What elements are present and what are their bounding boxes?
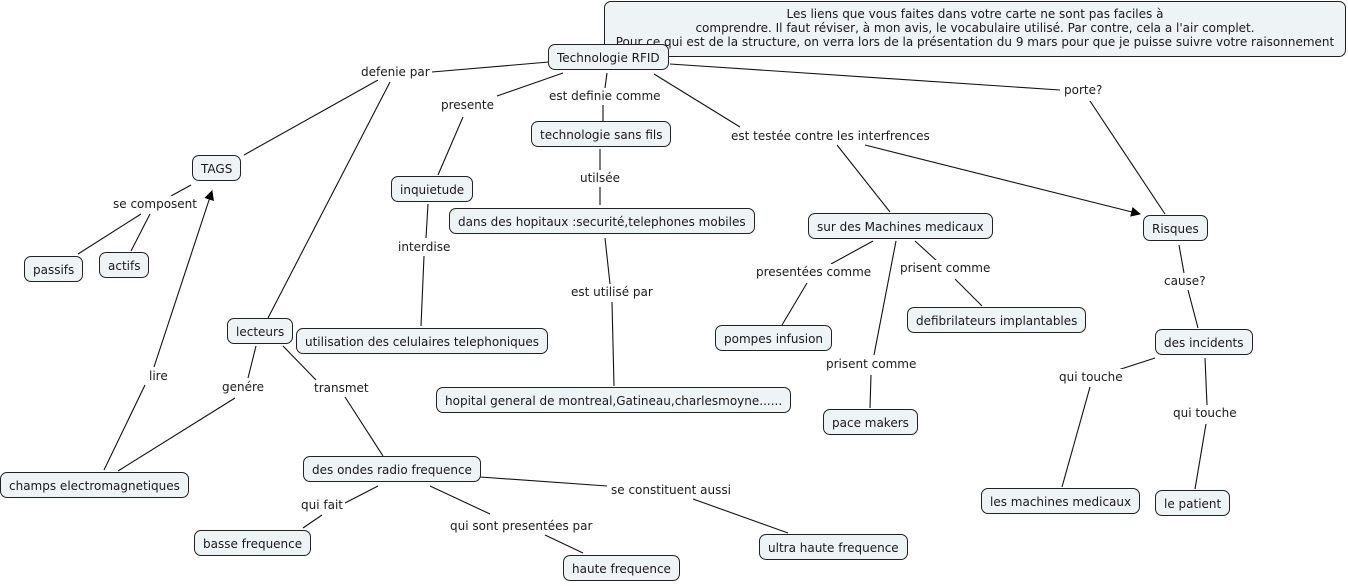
comment-line: comprendre. Il faut réviser, à mon avis,… [695,21,1255,35]
line [611,301,615,387]
line [1061,386,1091,488]
concept-actifs[interactable]: actifs [99,252,150,278]
concept-hopital-general[interactable]: hopital general de montreal,Gatineau,cha… [436,387,792,413]
concept-champs-electromagnetiques[interactable]: champs electromagnetiques [0,472,189,498]
line [117,397,236,472]
line [1178,244,1185,274]
line [479,476,608,487]
line [604,72,608,89]
concept-inquietude[interactable]: inquietude [391,176,474,202]
link-defenie-par[interactable]: defenie par [359,64,432,80]
line [869,374,872,409]
link-est-testee[interactable]: est testée contre les interfrences [729,128,932,144]
line [653,73,741,128]
concept-utilisation-cellulaires[interactable]: utilisation des celulaires telephoniques [296,328,549,354]
link-genere[interactable]: genére [220,379,267,395]
line [692,498,789,534]
concept-risques[interactable]: Risques [1143,215,1208,241]
concept-ondes-radio-frequence[interactable]: des ondes radio frequence [303,456,481,482]
line [544,534,584,554]
line [243,79,379,156]
line [302,514,323,529]
line [420,255,425,327]
concept-passifs[interactable]: passifs [24,256,84,282]
line [496,72,564,97]
line [781,282,808,326]
line [103,384,146,471]
line [267,81,391,319]
concept-pompes-infusion[interactable]: pompes infusion [715,325,833,351]
link-lire[interactable]: lire [147,368,170,384]
line [873,240,897,356]
link-porte[interactable]: porte? [1062,82,1105,98]
link-qui-fait[interactable]: qui fait [299,497,345,513]
link-est-utilise-par[interactable]: est utilisé par [569,284,655,300]
line [836,144,891,213]
concept-defibrilateurs[interactable]: defibrilateurs implantables [907,307,1087,333]
link-cause[interactable]: cause? [1162,273,1208,289]
concept-basse-frequence[interactable]: basse frequence [194,530,312,556]
link-utilisee[interactable]: utilsée [578,170,622,186]
line [425,203,429,239]
link-presentees-comme[interactable]: presentées comme [754,264,874,280]
concept-des-incidents[interactable]: des incidents [1155,329,1253,355]
line [437,116,464,176]
line [153,190,214,368]
link-qui-sont-presentees-par[interactable]: qui sont presentées par [448,518,595,534]
link-se-constituent-aussi[interactable]: se constituent aussi [609,482,733,498]
comment-line: Pour ce qui est de la structure, on verr… [615,35,1335,49]
link-interdise[interactable]: interdise [396,239,453,255]
concept-le-patient[interactable]: le patient [1155,490,1231,516]
instructor-comment-box: Les liens que vous faites dans votre car… [604,1,1346,57]
line [344,396,384,457]
link-transmet[interactable]: transmet [312,380,371,396]
line [247,345,257,379]
concept-dans-des-hopitaux[interactable]: dans des hopitaux :securité,telephones m… [449,208,755,234]
line [344,485,379,504]
line [954,278,983,307]
line [914,240,938,262]
line [282,345,317,381]
line [431,61,550,73]
concept-haute-frequence[interactable]: haute frequence [563,555,680,581]
comment-line: Les liens que vous faites dans votre car… [786,7,1164,21]
line [1194,423,1207,490]
link-prisent-comme[interactable]: prisent comme [898,260,993,276]
link-se-composent[interactable]: se composent [111,196,199,212]
concept-technologie-sans-fils[interactable]: technologie sans fils [531,121,672,147]
concept-lecteurs[interactable]: lecteurs [227,318,294,344]
line [1204,357,1208,406]
line [669,63,1061,91]
line [170,184,192,197]
line [830,240,874,265]
line [429,485,491,515]
line [604,237,611,285]
link-qui-touche[interactable]: qui touche [1057,369,1125,385]
link-presente[interactable]: presente [439,97,496,113]
concept-pace-makers[interactable]: pace makers [823,409,918,435]
line [130,213,151,252]
link-est-definie-comme[interactable]: est definie comme [547,88,663,104]
concept-technologie-rfid[interactable]: Technologie RFID [548,44,669,70]
link-qui-touche[interactable]: qui touche [1171,405,1239,421]
concept-les-machines-medicaux[interactable]: les machines medicaux [981,488,1141,514]
line [1187,289,1199,329]
concept-tags[interactable]: TAGS [192,155,242,181]
link-prisent-comme[interactable]: prisent comme [824,356,919,372]
line [1089,100,1166,215]
concept-machines-medicaux[interactable]: sur des Machines medicaux [808,213,993,239]
line [77,213,142,255]
line [1117,357,1156,371]
concept-ultra-haute-frequence[interactable]: ultra haute frequence [759,534,908,560]
line [864,144,1141,217]
